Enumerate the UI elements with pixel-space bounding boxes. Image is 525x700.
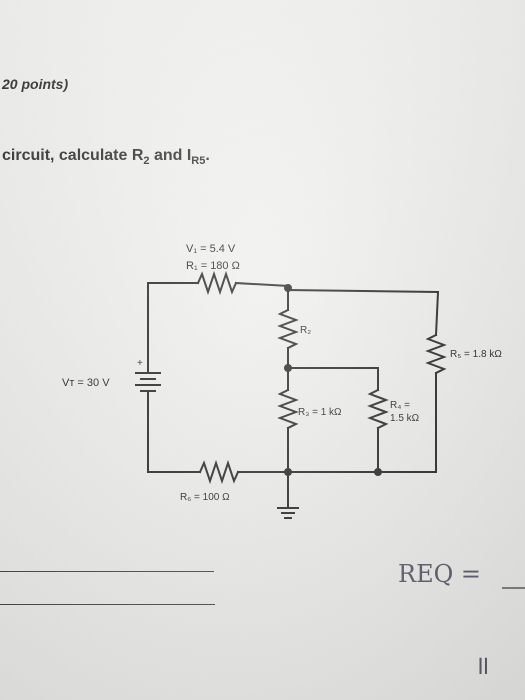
question-prefix: circuit, calculate R xyxy=(2,147,144,164)
r5-label: R₅ = 1.8 kΩ xyxy=(450,349,502,360)
points-label: 20 points) xyxy=(2,76,68,92)
battery-plus-label: + xyxy=(137,358,143,369)
v1-label: V₁ = 5.4 V xyxy=(186,243,236,255)
question-suffix: . xyxy=(205,147,210,164)
second-equals-handwritten: = xyxy=(468,655,498,677)
question-text: circuit, calculate R2 and IR5. xyxy=(2,147,210,167)
resistor-r4 xyxy=(367,388,389,430)
resistor-r3 xyxy=(277,388,299,430)
r4-label-line2: 1.5 kΩ xyxy=(390,413,420,424)
question-r2-subscript: 2 xyxy=(143,155,150,168)
resistor-r1 xyxy=(196,270,238,296)
resistor-r2 xyxy=(277,308,299,350)
answer-line-1 xyxy=(0,571,214,572)
vt-label: Vᴛ = 30 V xyxy=(62,377,110,389)
r3-label: R₃ = 1 kΩ xyxy=(298,407,342,418)
r1-label: R₁ = 180 Ω xyxy=(186,260,240,272)
question-i-subscript: R5 xyxy=(191,155,206,168)
wire-top-right xyxy=(286,288,440,294)
wire-top-middle xyxy=(234,281,290,288)
resistor-r5 xyxy=(425,333,447,375)
r2-label: R₂ xyxy=(300,325,311,336)
resistor-r6 xyxy=(198,459,240,485)
wire-r5-top xyxy=(434,290,440,337)
r4-label-line1: R₄ = xyxy=(390,400,410,411)
req-handwritten: REQ = xyxy=(398,560,481,588)
r6-label: R₆ = 100 Ω xyxy=(180,492,230,503)
points-text: 20 points) xyxy=(2,76,69,92)
question-and: and I xyxy=(149,147,192,164)
answer-line-2 xyxy=(0,604,215,605)
